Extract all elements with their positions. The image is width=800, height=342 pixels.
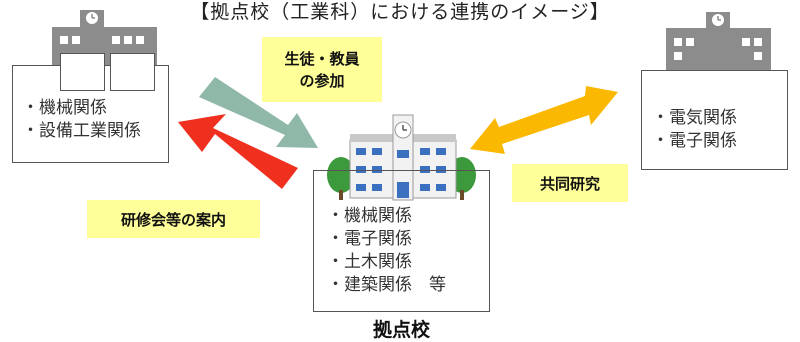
list-item: ・土木関係 xyxy=(327,252,412,272)
joint-research-arrow xyxy=(470,86,618,154)
joint-research-label: 共同研究 xyxy=(512,164,628,202)
list-item: ・機械関係 xyxy=(327,206,412,226)
list-item: ・機械関係 xyxy=(22,98,107,118)
list-item: ・設備工業関係 xyxy=(22,121,141,141)
participation-label-line1: 生徒・教員 xyxy=(284,49,360,68)
diagram-title: 【拠点校（工業科）における連携のイメージ】 xyxy=(190,1,610,23)
training-label-text: 研修会等の案内 xyxy=(120,210,226,229)
participation-label: 生徒・教員 の参加 xyxy=(262,37,382,102)
left-school-sign xyxy=(60,53,105,91)
list-item: ・電子関係 xyxy=(327,229,412,249)
list-item: ・電気関係 xyxy=(652,108,737,128)
list-item: ・建築関係 等 xyxy=(327,275,446,295)
training-label: 研修会等の案内 xyxy=(87,200,260,238)
right-school-box xyxy=(641,70,788,170)
hub-school-label: 拠点校 xyxy=(372,319,430,341)
hub-school-box xyxy=(313,170,490,312)
joint-research-label-text: 共同研究 xyxy=(539,174,600,193)
left-school-sign xyxy=(110,53,155,91)
hub-school-fields: ・機械関係 ・電子関係 ・土木関係 ・建築関係 等 xyxy=(327,205,446,297)
participation-label-line2: の参加 xyxy=(299,71,345,90)
left-school-fields: ・機械関係 ・設備工業関係 xyxy=(22,97,141,143)
training-arrow xyxy=(178,114,298,189)
list-item: ・電子関係 xyxy=(652,131,737,151)
participation-arrow xyxy=(199,77,318,148)
right-school-fields: ・電気関係 ・電子関係 xyxy=(652,107,737,153)
